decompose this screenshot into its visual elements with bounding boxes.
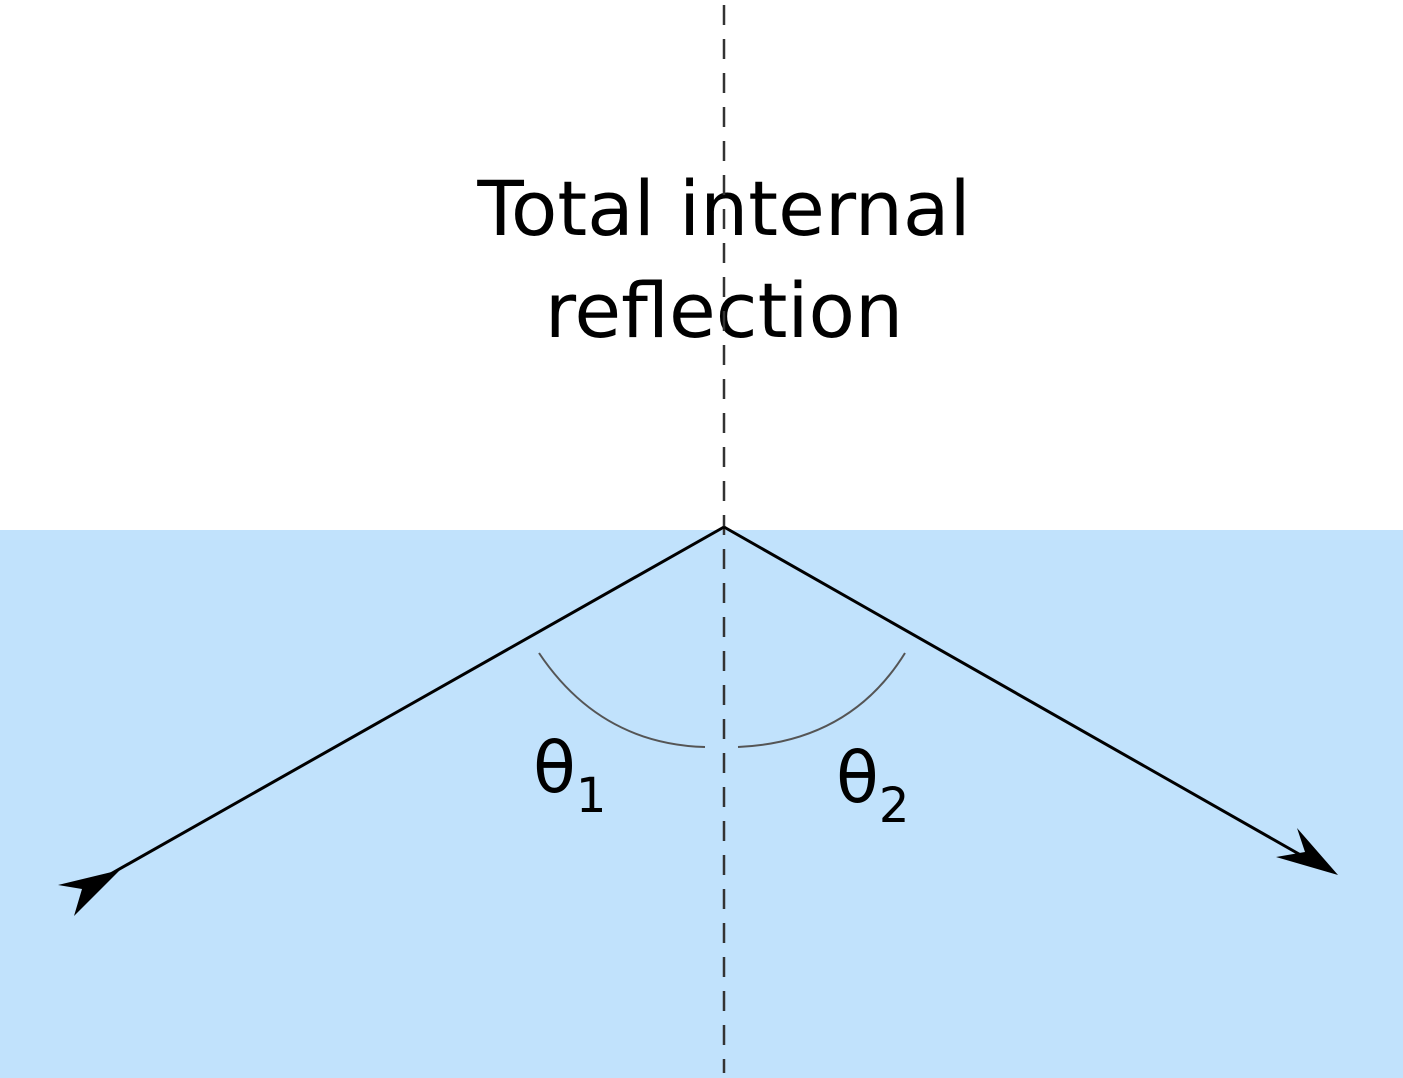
reflected-arrowhead — [1276, 828, 1338, 875]
incident-ray — [99, 525, 725, 882]
upper-medium — [0, 0, 1403, 530]
lower-medium — [0, 530, 1403, 1078]
incident-angle-label: θ1 — [533, 727, 606, 824]
reflected-angle-label: θ2 — [836, 737, 909, 834]
reflected-ray — [723, 525, 1321, 868]
reflected-angle-arc — [737, 652, 906, 748]
incident-arrowhead — [58, 870, 120, 916]
incident-angle-arc — [538, 652, 706, 748]
